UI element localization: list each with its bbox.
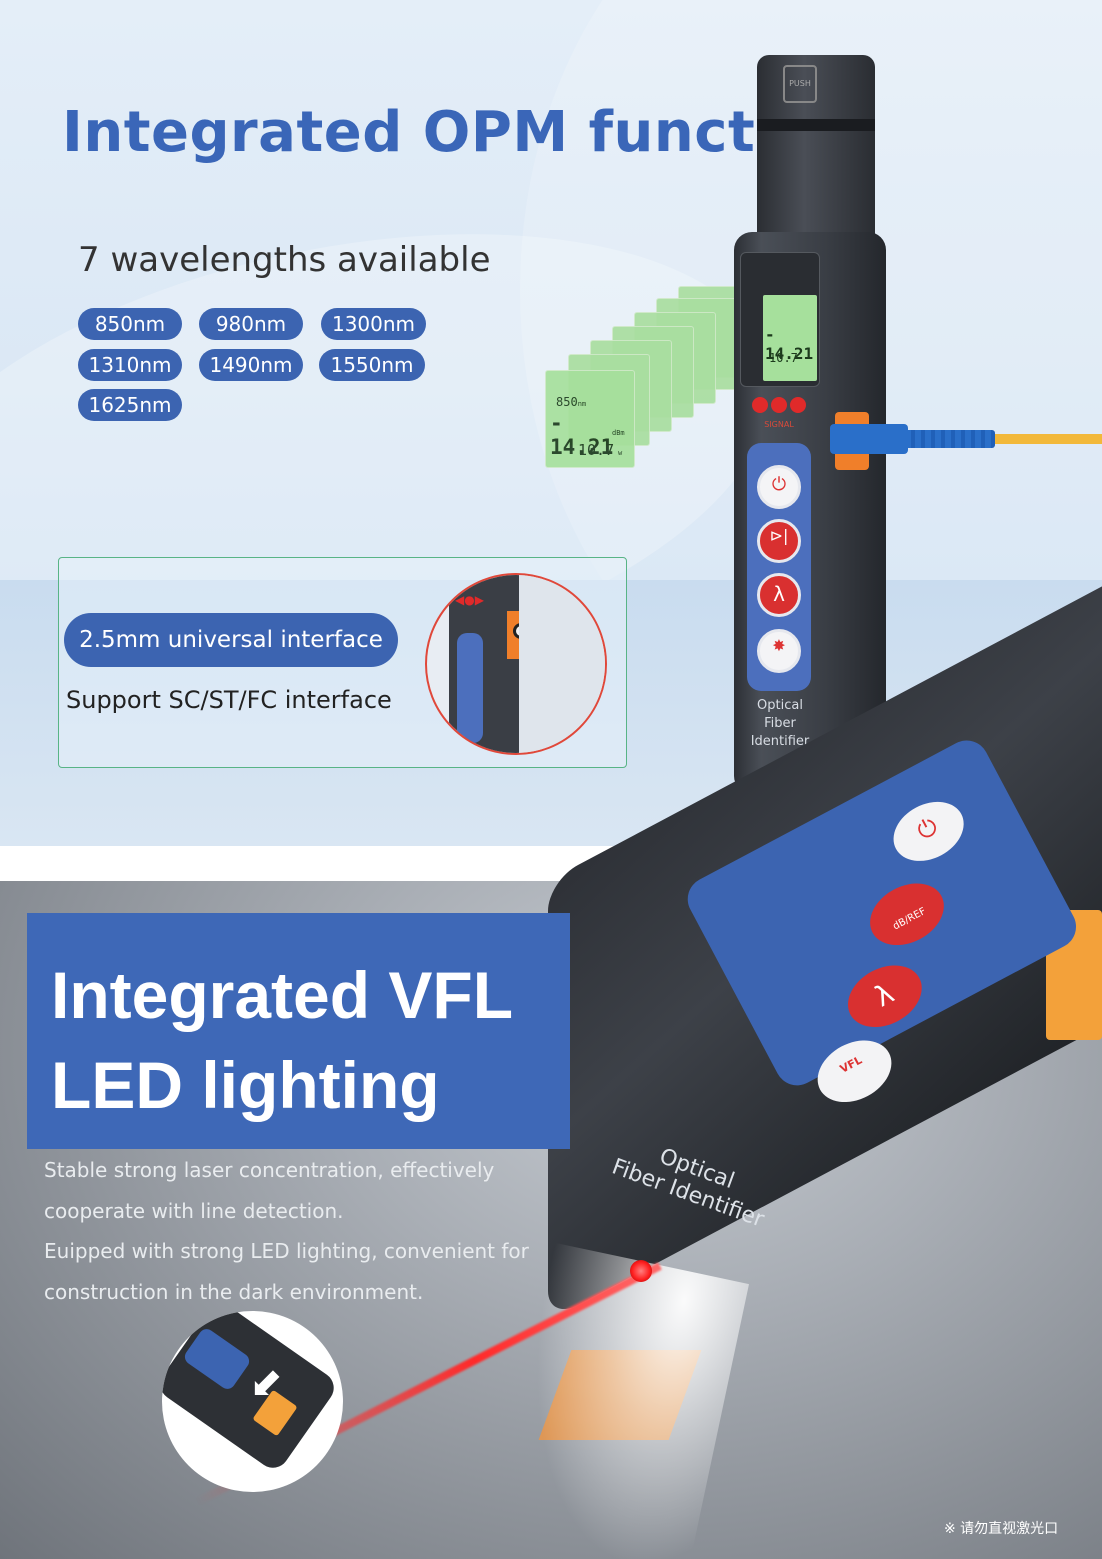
vfl-title-line2: LED lighting xyxy=(51,1048,440,1122)
wavelength-badge: 980nm xyxy=(199,308,303,340)
signal-label: SIGNAL xyxy=(764,420,794,429)
device-lcd: - 14.21 10.7 xyxy=(763,295,817,381)
lambda-icon: λ xyxy=(773,582,785,606)
cable-boot xyxy=(905,430,995,448)
laser-icon: ✸ xyxy=(772,636,786,655)
opm-title: Integrated OPM function xyxy=(62,100,855,165)
device-lcd-power: - 14.21 xyxy=(765,325,814,363)
power-icon: ⏻ xyxy=(912,811,943,846)
lambda-icon: λ xyxy=(869,976,900,1014)
device-label: Optical Fiber Identifier xyxy=(738,697,822,751)
lcd-power-unit: dBm xyxy=(612,429,625,437)
wavelengths-subtitle: 7 wavelengths available xyxy=(78,240,491,280)
device-screen-bezel: - 14.21 10.7 xyxy=(740,252,820,387)
power-icon: ⏻ xyxy=(771,474,787,495)
dbref-button[interactable]: ⊳| xyxy=(757,519,801,563)
device-label-line2: Fiber Identifier xyxy=(750,716,810,749)
wavelength-badge: 1310nm xyxy=(78,349,182,381)
vfl-paragraph-line: construction in the dark environment. xyxy=(44,1280,424,1304)
wavelength-badge: 850nm xyxy=(78,308,182,340)
diode-icon: ⊳| xyxy=(769,526,789,545)
arrow-right-icon xyxy=(790,397,806,413)
wavelength-badge: 1490nm xyxy=(199,349,303,381)
interface-badge: 2.5mm universal interface xyxy=(64,613,398,667)
vfl-title: Integrated VFL LED lighting xyxy=(51,950,513,1130)
device-lcd-secondary: 10.7 xyxy=(769,351,798,365)
zoom-keypad xyxy=(457,633,483,743)
vfl-paragraph-line: Stable strong laser concentration, effec… xyxy=(44,1158,495,1182)
zoom-background xyxy=(519,575,605,753)
dbref-label: dB/REF xyxy=(891,905,928,933)
lcd-secondary-unit: w xyxy=(618,449,623,457)
device-clamp-head: PUSH xyxy=(757,55,875,245)
lcd-secondary: 10.7 xyxy=(578,441,615,459)
signal-indicator xyxy=(746,393,812,417)
interface-description: Support SC/ST/FC interface xyxy=(66,686,392,714)
vfl-button[interactable]: ✸ xyxy=(757,629,801,673)
lcd-screen-front: 850nm - 14.21 dBm 10.7 w xyxy=(545,370,635,468)
vfl-dbref-button[interactable]: dB/REF xyxy=(859,871,955,958)
wavelength-badge: 1550nm xyxy=(319,349,425,381)
led-thumbnail: ⬋ xyxy=(162,1311,343,1492)
wavelength-badge: 1300nm xyxy=(321,308,426,340)
device-label-line1: Optical xyxy=(757,698,803,713)
lcd-power: - 14.21 xyxy=(550,411,614,459)
interface-zoom-image: ◀●▶ xyxy=(425,573,607,755)
wavelength-badge: 1625nm xyxy=(78,389,182,421)
signal-dot-icon xyxy=(771,397,787,413)
fiber-cable xyxy=(905,434,1102,444)
device-keypad: ⏻ ⊳| λ ✸ xyxy=(747,443,811,691)
laser-warning: ※ 请勿直视激光口 xyxy=(944,1521,1059,1537)
sc-connector xyxy=(830,424,908,454)
wavelength-button[interactable]: λ xyxy=(757,573,801,617)
push-label: PUSH xyxy=(783,65,817,103)
vfl-title-line1: Integrated VFL xyxy=(51,958,514,1032)
lcd-wavelength: 850nm xyxy=(556,395,587,409)
laser-aperture xyxy=(630,1260,652,1282)
vfl-paragraph-line: Euipped with strong LED lighting, conven… xyxy=(44,1239,529,1263)
zoom-arrows: ◀●▶ xyxy=(455,593,484,607)
vfl-paragraph-line: cooperate with line detection. xyxy=(44,1199,344,1223)
vfl-key-label: VFL xyxy=(837,1053,865,1076)
arrow-down-icon: ⬋ xyxy=(249,1360,283,1406)
vfl-title-box xyxy=(27,913,570,1149)
vfl-power-button[interactable]: ⏻ xyxy=(883,790,974,873)
arrow-left-icon xyxy=(752,397,768,413)
clamp-slot xyxy=(757,119,875,131)
power-button[interactable]: ⏻ xyxy=(757,465,801,509)
